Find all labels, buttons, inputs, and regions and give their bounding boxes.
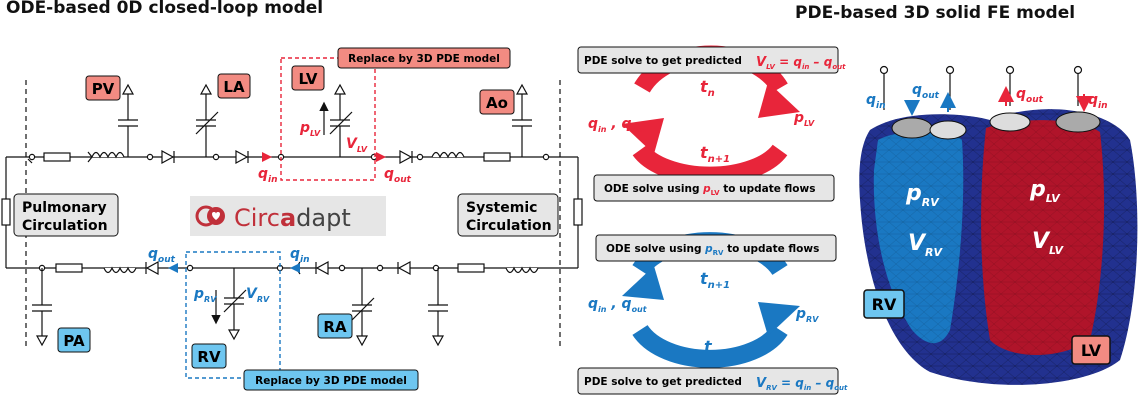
svg-text:pRV: pRV: [905, 181, 940, 209]
logo-circ: Circ: [234, 204, 280, 232]
svg-text:tn: tn: [704, 337, 719, 359]
svg-text:VLV: VLV: [1032, 229, 1065, 257]
replace-rv-label: Replace by 3D PDE model: [255, 375, 407, 387]
svg-text:ODE solve using pRV to update: ODE solve using pRV to update flows: [606, 243, 819, 257]
circadapt-logo: Circadapt: [190, 196, 386, 236]
svg-text:tn+1: tn+1: [700, 269, 730, 291]
svg-text:pLV: pLV: [299, 120, 321, 138]
label-ao: Ao: [486, 94, 508, 112]
label-pa: PA: [63, 332, 85, 350]
svg-text:qin: qin: [258, 166, 278, 185]
cycle-rv: ODE solve using pRV to update flows PDE …: [577, 232, 848, 395]
svg-text:pLV: pLV: [793, 110, 815, 128]
right-title: PDE-based 3D solid FE model: [795, 3, 1076, 23]
svg-text:VLV = qin – qout: VLV = qin – qout: [756, 55, 846, 71]
pulmonary-line1: Pulmonary: [22, 200, 107, 216]
cycle-lv: PDE solve to get predicted VLV = qin – q…: [577, 45, 846, 202]
systemic-line2: Circulation: [466, 218, 552, 234]
svg-text:VRV: VRV: [908, 231, 944, 259]
replace-lv-label: Replace by 3D PDE model: [348, 53, 500, 65]
logo-dapt: dapt: [296, 204, 351, 232]
svg-text:tn: tn: [700, 77, 715, 99]
svg-text:pRV: pRV: [795, 306, 819, 324]
label-ra: RA: [323, 318, 347, 336]
label-la: LA: [223, 78, 245, 96]
svg-text:qin , qout: qin , qout: [588, 116, 648, 134]
svg-text:pRV: pRV: [193, 286, 217, 304]
svg-text:Circadapt: Circadapt: [234, 204, 351, 232]
systemic-line1: Systemic: [466, 200, 537, 216]
svg-text:qin , qout: qin , qout: [588, 296, 648, 314]
rv-replace-region: [185, 251, 281, 379]
svg-text:qout: qout: [384, 166, 412, 185]
logo-a: a: [280, 204, 296, 232]
svg-text:qin: qin: [290, 246, 310, 265]
svg-text:qout: qout: [148, 246, 176, 265]
svg-text:qout: qout: [912, 82, 940, 101]
svg-text:tn+1: tn+1: [700, 143, 730, 165]
circuit: [1, 80, 583, 350]
left-title: ODE-based 0D closed-loop model: [6, 0, 324, 18]
svg-text:qin: qin: [866, 92, 886, 111]
label-rv: RV: [197, 348, 221, 366]
svg-text:qout: qout: [1016, 86, 1044, 105]
label-lv: LV: [298, 70, 317, 88]
heart-lv-badge: LV: [1081, 341, 1102, 360]
svg-text:VLV: VLV: [346, 136, 368, 154]
svg-text:ODE solve using pLV to update: ODE solve using pLV to update flows: [604, 183, 815, 197]
svg-text:VRV = qin – qout: VRV = qin – qout: [756, 376, 848, 392]
pulmonary-line2: Circulation: [22, 218, 108, 234]
svg-text:VRV: VRV: [246, 286, 270, 304]
heart-rv-badge: RV: [872, 295, 897, 314]
lv-replace-region: [280, 57, 376, 181]
label-pv: PV: [92, 80, 115, 98]
svg-text:qin: qin: [1088, 92, 1108, 111]
svg-text:PDE solve to get predicted: PDE solve to get predicted: [584, 55, 742, 67]
svg-text:PDE solve to get predicted: PDE solve to get predicted: [584, 376, 742, 388]
heart-model: qin qout qout qin pRV VRV pLV VLV RV LV: [859, 65, 1138, 385]
svg-text:pLV: pLV: [1029, 177, 1061, 205]
chamber-labels: PV LA LV Ao PA RA RV: [57, 65, 515, 369]
